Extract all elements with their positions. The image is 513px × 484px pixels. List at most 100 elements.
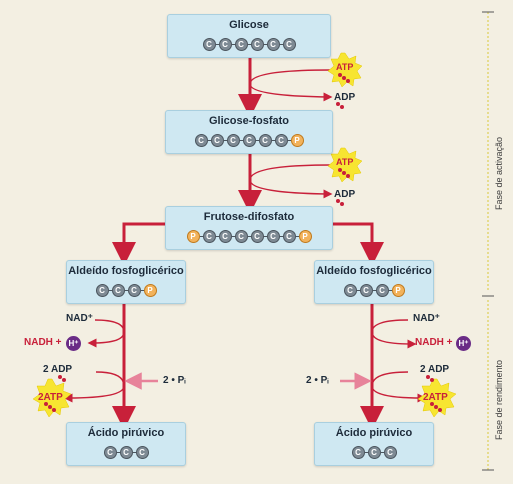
- atom-bond: [247, 236, 251, 237]
- atp-loop-2: [249, 164, 333, 199]
- carbon-atom: C: [202, 230, 216, 243]
- hplus-right: H⁺: [456, 336, 471, 351]
- nadh-label-left: NADH +: [24, 337, 62, 348]
- atp-chain-right: [430, 402, 442, 412]
- atp-burst-right: [417, 378, 457, 418]
- carbon-atom: C: [242, 134, 256, 147]
- carbon-atom: C: [95, 284, 109, 297]
- carbon-atom: C: [282, 38, 296, 51]
- carbon-atom: C: [119, 446, 133, 459]
- atom-bond: [108, 290, 112, 291]
- atom-bond: [223, 140, 227, 141]
- node-title: Ácido pirúvico: [335, 427, 413, 439]
- phosphate-atom: P: [143, 284, 157, 297]
- carbon-atom: C: [226, 134, 240, 147]
- carbon-atom: C: [367, 446, 381, 459]
- two-adp-label-right: 2 ADP: [420, 364, 450, 375]
- atom-bond: [388, 290, 392, 291]
- atom-bond: [364, 452, 368, 453]
- carbon-atom: C: [274, 134, 288, 147]
- adp-label-1: ADP: [334, 92, 356, 103]
- atom-bond: [287, 140, 291, 141]
- carbon-atom: C: [194, 134, 208, 147]
- atom-bond: [255, 140, 259, 141]
- atom-bond: [356, 290, 360, 291]
- adp-chain-left: [58, 375, 66, 382]
- node-title: Ácido pirúvico: [87, 427, 165, 439]
- carbon-atom: C: [234, 230, 248, 243]
- carbon-atom: C: [383, 446, 397, 459]
- atp-burst-2: [327, 147, 363, 183]
- carbon-atom: C: [266, 38, 280, 51]
- two-adp-label-left: 2 ADP: [43, 364, 73, 375]
- carbon-atom: C: [202, 38, 216, 51]
- node-title: Aldeído fosfoglicérico: [68, 265, 184, 277]
- phosphate-atom: P: [290, 134, 304, 147]
- carbon-atom: C: [135, 446, 149, 459]
- phosphate-atom: P: [391, 284, 405, 297]
- nad-loop-left: [87, 319, 125, 348]
- atom-bond: [215, 236, 219, 237]
- atom-bond: [247, 44, 251, 45]
- adp-loop-left: [63, 371, 125, 403]
- carbon-atom: C: [234, 38, 248, 51]
- carbon-atom: C: [351, 446, 365, 459]
- atp-loop-1: [249, 69, 333, 102]
- atom-bond: [116, 452, 120, 453]
- carbon-atom: C: [218, 230, 232, 243]
- carbon-atom: C: [210, 134, 224, 147]
- atom-bond: [380, 452, 384, 453]
- node-title: Aldeído fosfoglicérico: [316, 265, 432, 277]
- carbon-atom: C: [103, 446, 117, 459]
- nad-label-right: NAD⁺: [413, 313, 440, 324]
- carbon-atom: C: [359, 284, 373, 297]
- atom-bond: [263, 236, 267, 237]
- adp-loop-right: [371, 371, 427, 403]
- two-atp-label-left: 2ATP: [38, 392, 63, 403]
- hplus-left: H⁺: [66, 336, 81, 351]
- nad-label-left: NAD⁺: [66, 313, 93, 324]
- phase-activation-label: Fase de activação: [494, 136, 504, 210]
- carbon-atom: C: [250, 230, 264, 243]
- atom-bond: [124, 290, 128, 291]
- atom-bond: [199, 236, 203, 237]
- node-title: Frutose-difosfato: [203, 211, 295, 223]
- atom-bond: [279, 44, 283, 45]
- atp-chain-left: [44, 402, 56, 412]
- atom-bond: [271, 140, 275, 141]
- pi-label-left: 2 • Pᵢ: [163, 375, 186, 386]
- carbon-atom: C: [258, 134, 272, 147]
- carbon-atom: C: [111, 284, 125, 297]
- carbon-atom: C: [218, 38, 232, 51]
- adp-label-2: ADP: [334, 189, 356, 200]
- adp-chain-right: [426, 375, 434, 382]
- nad-loop-right: [371, 319, 417, 349]
- adp-chain-2: [336, 199, 344, 206]
- two-atp-label-right: 2ATP: [423, 392, 448, 403]
- atom-bond: [295, 236, 299, 237]
- atp-label-2: ATP: [336, 157, 354, 167]
- atp-label-1: ATP: [336, 62, 354, 72]
- carbon-atom: C: [282, 230, 296, 243]
- phosphate-atom: P: [186, 230, 200, 243]
- atp-burst-left: [32, 378, 72, 418]
- carbon-atom: C: [375, 284, 389, 297]
- atp-burst-1: [327, 52, 363, 88]
- node-title: Glicose-fosfato: [208, 115, 290, 127]
- carbon-atom: C: [266, 230, 280, 243]
- atom-bond: [263, 44, 267, 45]
